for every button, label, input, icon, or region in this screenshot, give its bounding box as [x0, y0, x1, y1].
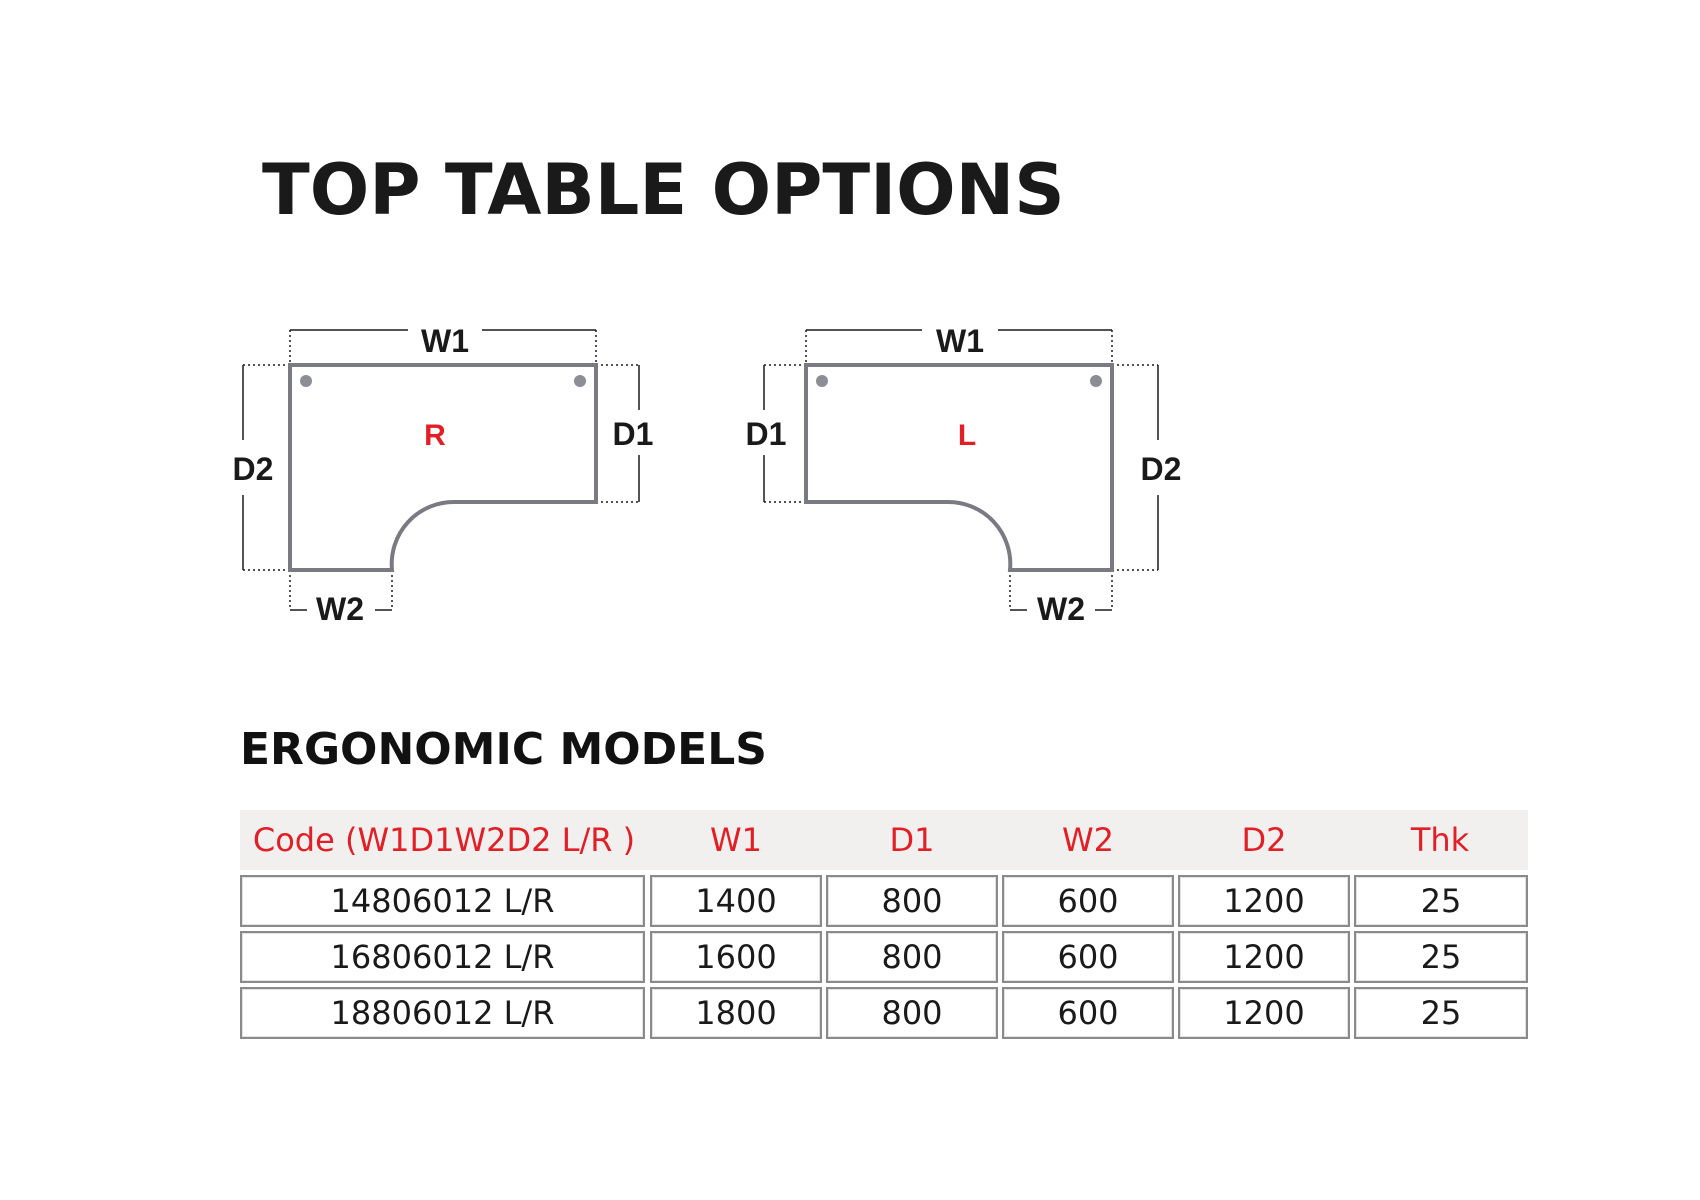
dimension-d1-right — [596, 364, 640, 503]
cell-code: 16806012 L/R — [240, 931, 645, 983]
table-row: 18806012 L/R 1800 800 600 1200 25 — [240, 986, 1528, 1042]
table-header-row: Code (W1D1W2D2 L/R ) W1 D1 W2 D2 Thk — [240, 810, 1528, 870]
page-title: TOP TABLE OPTIONS — [262, 149, 1065, 231]
mount-hole-dot — [574, 375, 586, 387]
cell-thk: 25 — [1354, 875, 1528, 927]
cell-w2: 600 — [1002, 875, 1174, 927]
mount-hole-dot — [1090, 375, 1102, 387]
cell-d2: 1200 — [1178, 987, 1350, 1039]
dimension-d1-left — [763, 364, 806, 503]
dimension-d2-left — [1112, 364, 1159, 571]
cell-d1: 800 — [826, 931, 998, 983]
cell-d2: 1200 — [1178, 931, 1350, 983]
models-table: Code (W1D1W2D2 L/R ) W1 D1 W2 D2 Thk 148… — [240, 810, 1528, 1042]
header-thk: Thk — [1352, 810, 1528, 870]
cell-w1: 1800 — [650, 987, 822, 1039]
dimension-w1-left — [805, 329, 1113, 365]
label-d2-left: D2 — [1141, 451, 1182, 487]
diagram-left-hand: W1 D1 D2 W2 L — [746, 323, 1182, 627]
hand-label-right: R — [424, 419, 446, 452]
table-outline-right — [288, 363, 598, 572]
section-title: ERGONOMIC MODELS — [240, 724, 767, 775]
cell-w1: 1400 — [650, 875, 822, 927]
table-row: 14806012 L/R 1400 800 600 1200 25 — [240, 870, 1528, 930]
cell-code: 18806012 L/R — [240, 987, 645, 1039]
header-w2: W2 — [1000, 810, 1176, 870]
label-w2-right: W2 — [316, 591, 364, 627]
cell-w2: 600 — [1002, 987, 1174, 1039]
label-w2-left: W2 — [1037, 591, 1085, 627]
cell-thk: 25 — [1354, 931, 1528, 983]
header-w1: W1 — [648, 810, 824, 870]
table-row: 16806012 L/R 1600 800 600 1200 25 — [240, 930, 1528, 986]
dimension-w2-right — [289, 575, 393, 611]
dimension-d2-right — [242, 364, 290, 571]
hand-label-left: L — [958, 419, 976, 452]
cell-d2: 1200 — [1178, 875, 1350, 927]
cell-d1: 800 — [826, 987, 998, 1039]
diagram-right-hand: W1 D2 D1 W2 R — [233, 323, 654, 627]
cell-w1: 1600 — [650, 931, 822, 983]
mount-hole-dot — [816, 375, 828, 387]
header-d1: D1 — [824, 810, 1000, 870]
table-outline-left — [804, 363, 1114, 572]
label-d1-right: D1 — [613, 416, 654, 452]
dimension-w1-right — [289, 329, 597, 365]
header-d2: D2 — [1176, 810, 1352, 870]
label-w1-left: W1 — [936, 323, 984, 359]
cell-d1: 800 — [826, 875, 998, 927]
label-d1-left: D1 — [746, 416, 787, 452]
mount-hole-dot — [300, 375, 312, 387]
cell-code: 14806012 L/R — [240, 875, 645, 927]
header-code: Code (W1D1W2D2 L/R ) — [240, 810, 648, 870]
label-w1-right: W1 — [421, 323, 469, 359]
table-shape-diagrams: W1 D2 D1 W2 R — [233, 323, 1182, 627]
label-d2-right: D2 — [233, 451, 274, 487]
dimension-w2-left — [1009, 575, 1113, 611]
cell-w2: 600 — [1002, 931, 1174, 983]
cell-thk: 25 — [1354, 987, 1528, 1039]
